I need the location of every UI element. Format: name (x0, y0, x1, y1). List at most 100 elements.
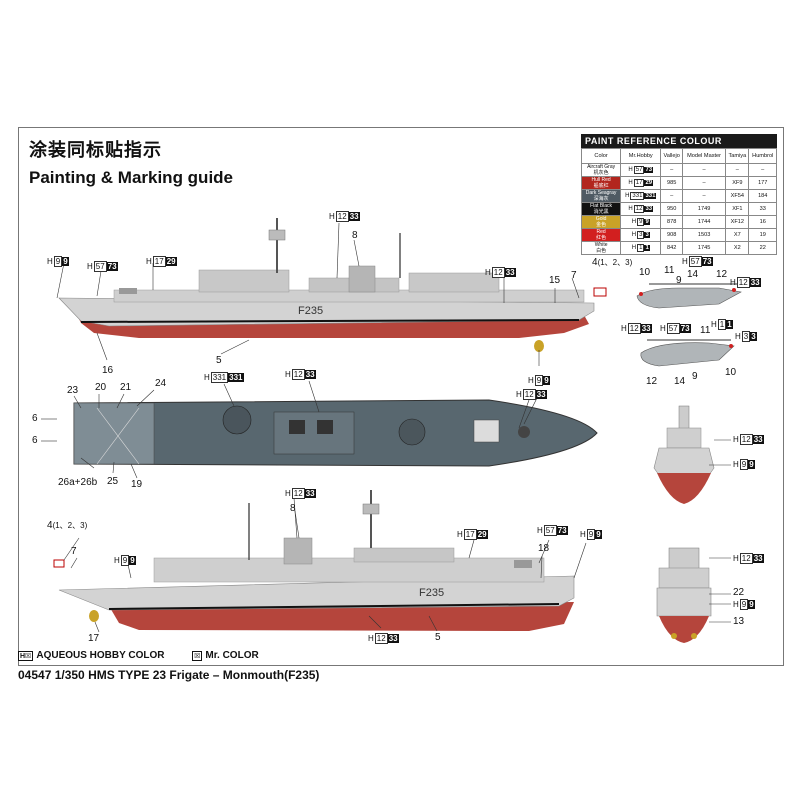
callout-25: 25 (107, 476, 119, 487)
callout-4-bottom: 4(1、2、3) (47, 520, 88, 531)
callout-8: 8 (352, 230, 358, 241)
paint-legend: H☒AQUEOUS HOBBY COLOR ☒Mr. COLOR (18, 650, 259, 661)
bottom-hull-number: F235 (419, 587, 444, 599)
legend-mr-label: Mr. COLOR (205, 650, 259, 661)
legend-aqueous-label: AQUEOUS HOBBY COLOR (36, 650, 165, 661)
heli-callout-14b: 14 (674, 376, 686, 387)
paint-vallejo-code: 842 (660, 241, 683, 255)
callout-15: 15 (549, 275, 561, 286)
paint-tamiya-code: X2 (725, 241, 750, 255)
paint-color-name: Gold (595, 216, 607, 222)
callout-21: 21 (120, 382, 132, 393)
stern-view (656, 547, 731, 643)
bottom-ship-profile: F235 (53, 490, 587, 633)
deck-plan: M M (41, 380, 598, 479)
paint-table-title: PAINT REFERENCE COLOUR (581, 134, 777, 148)
legend-mr-box: ☒ (192, 651, 203, 661)
title-english: Painting & Marking guide (29, 168, 234, 187)
instruction-sheet: 涂装同标贴指示 Painting & Marking guide PAINT R… (18, 127, 784, 666)
callout-18: 18 (538, 543, 550, 554)
heli-callout-10b: 10 (725, 367, 737, 378)
paint-color-name: Hull Red (591, 177, 611, 183)
paint-humbrol-code: 184 (748, 189, 777, 203)
callout-7: 7 (571, 270, 577, 281)
paint-humbrol-code: 22 (748, 241, 777, 255)
ship-drawings: F235 (41, 218, 742, 643)
callout-20: 20 (95, 382, 107, 393)
paint-color-name-cn: 金色 (596, 222, 607, 228)
helicopter-side (636, 283, 742, 309)
paint-color-name-cn: 白色 (596, 248, 607, 254)
callout-4: 4(1、2、3) (592, 257, 633, 268)
top-ship-profile: F235 (56, 218, 607, 366)
heli-callout-9b: 9 (692, 371, 698, 382)
callout-19: 19 (131, 479, 143, 490)
svg-text:M: M (56, 434, 64, 444)
paint-color-name: Dark Seagray (585, 190, 617, 196)
bow-view (653, 405, 731, 504)
helicopter-front (640, 339, 735, 367)
callout-24: 24 (155, 378, 167, 389)
callout-5: 5 (216, 355, 222, 366)
paint-color-name-cn: 机灰色 (593, 170, 609, 176)
legend-aqueous-box: H☒ (18, 651, 34, 661)
callout-7-bottom: 7 (71, 546, 77, 557)
heli-callout-11: 11 (664, 265, 675, 276)
callout-5-bottom: 5 (435, 632, 441, 643)
heli-callout-11b: 11 (700, 325, 711, 336)
paint-color-name: Red (596, 229, 606, 235)
stern-callout-13: 13 (733, 616, 745, 627)
callout-26: 26a+26b (58, 477, 98, 488)
paint-color-name: Aircraft Gray (587, 164, 616, 170)
title-chinese: 涂装同标贴指示 (29, 140, 162, 161)
paint-color-name: White (594, 242, 608, 248)
paint-color-name-cn: 船底红 (593, 183, 609, 189)
paint-tamiya-code: XF54 (725, 189, 750, 203)
heli-callout-14: 14 (687, 269, 699, 280)
callout-6-lower: 6 (32, 435, 38, 446)
kit-title: 04547 1/350 HMS TYPE 23 Frigate – Monmou… (18, 668, 320, 682)
callout-16: 16 (102, 365, 114, 376)
callout-17: 17 (88, 633, 100, 644)
paint-color-name-cn: 红色 (596, 235, 607, 241)
callout-23: 23 (67, 385, 79, 396)
top-hull-number: F235 (298, 305, 323, 317)
stern-callout-22: 22 (733, 587, 745, 598)
heli-callout-9: 9 (676, 275, 682, 286)
